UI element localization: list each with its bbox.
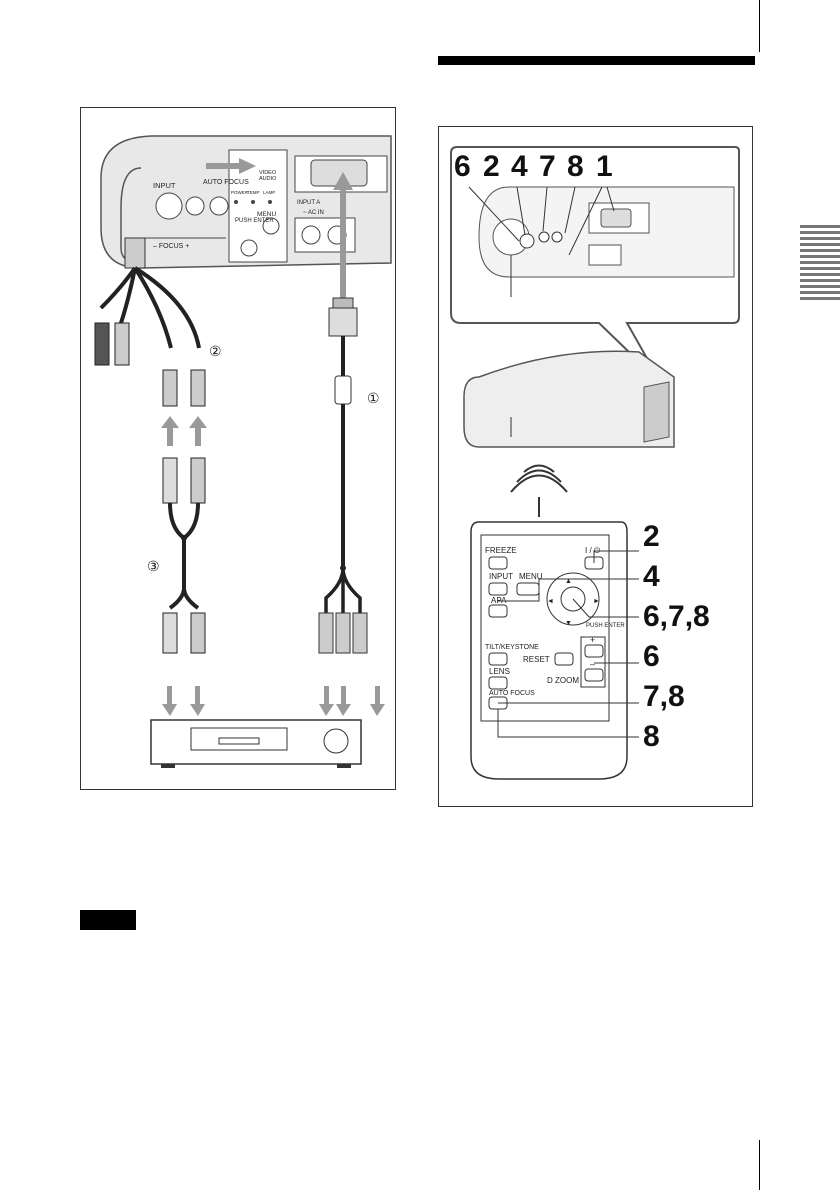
svg-text:AUTO FOCUS: AUTO FOCUS [489,690,535,697]
svg-text:MENU: MENU [257,211,276,218]
svg-text:③: ③ [147,558,160,574]
svg-text:①: ① [367,390,380,406]
svg-text:LAMP: LAMP [263,190,275,195]
svg-text:AUDIO: AUDIO [259,176,277,182]
top-number-7: 7 [539,150,556,184]
svg-text:INPUT: INPUT [489,572,513,581]
svg-text:– FOCUS +: – FOCUS + [153,243,189,250]
svg-text:FREEZE: FREEZE [485,546,517,555]
svg-text:PUSH ENTER: PUSH ENTER [235,218,274,224]
footer-vertical-rule [759,1140,760,1190]
input-a-label: INPUT A [297,200,320,206]
svg-text:②: ② [209,343,222,359]
side-tab [800,225,840,303]
svg-text:–: – [590,659,595,669]
connection-diagram: VIDEO AUDIO INPUT A INPUT AUTO FOCUS POW… [81,108,397,791]
svg-text:▼: ▼ [565,620,572,627]
svg-text:INPUT: INPUT [153,181,176,190]
side-number-6: 6 [643,640,660,674]
left-figure: VIDEO AUDIO INPUT A INPUT AUTO FOCUS POW… [80,107,396,790]
svg-text:RESET: RESET [523,655,550,664]
svg-text:~ AC IN: ~ AC IN [303,210,324,216]
top-number-8: 8 [567,150,584,184]
svg-text:►: ► [593,598,600,605]
svg-text:+: + [590,635,595,645]
right-figure: ▲ ◄ ► ▼ FREEZE I / ⏻ INPUT MENU APA PUSH… [438,126,753,807]
svg-text:AUTO FOCUS: AUTO FOCUS [203,179,249,186]
side-number-78: 7,8 [643,680,685,714]
top-number-4: 4 [511,150,528,184]
header-rule-right [438,56,755,65]
page-top-vertical-rule [759,0,760,52]
svg-text:TILT/KEYSTONE: TILT/KEYSTONE [485,644,539,651]
note-badge [80,910,136,930]
top-number-2: 2 [483,150,500,184]
top-number-1: 1 [596,150,613,184]
svg-text:TEMP: TEMP [247,190,260,195]
svg-text:LENS: LENS [489,667,510,676]
svg-text:D ZOOM: D ZOOM [547,676,579,685]
svg-text:PUSH ENTER: PUSH ENTER [586,623,625,629]
side-number-2: 2 [643,520,660,554]
svg-text:◄: ◄ [547,598,554,605]
side-number-8: 8 [643,720,660,754]
side-number-678: 6,7,8 [643,600,710,634]
remote-operation-diagram: ▲ ◄ ► ▼ FREEZE I / ⏻ INPUT MENU APA PUSH… [439,127,754,808]
side-number-4: 4 [643,560,660,594]
top-number-6: 6 [454,150,471,184]
